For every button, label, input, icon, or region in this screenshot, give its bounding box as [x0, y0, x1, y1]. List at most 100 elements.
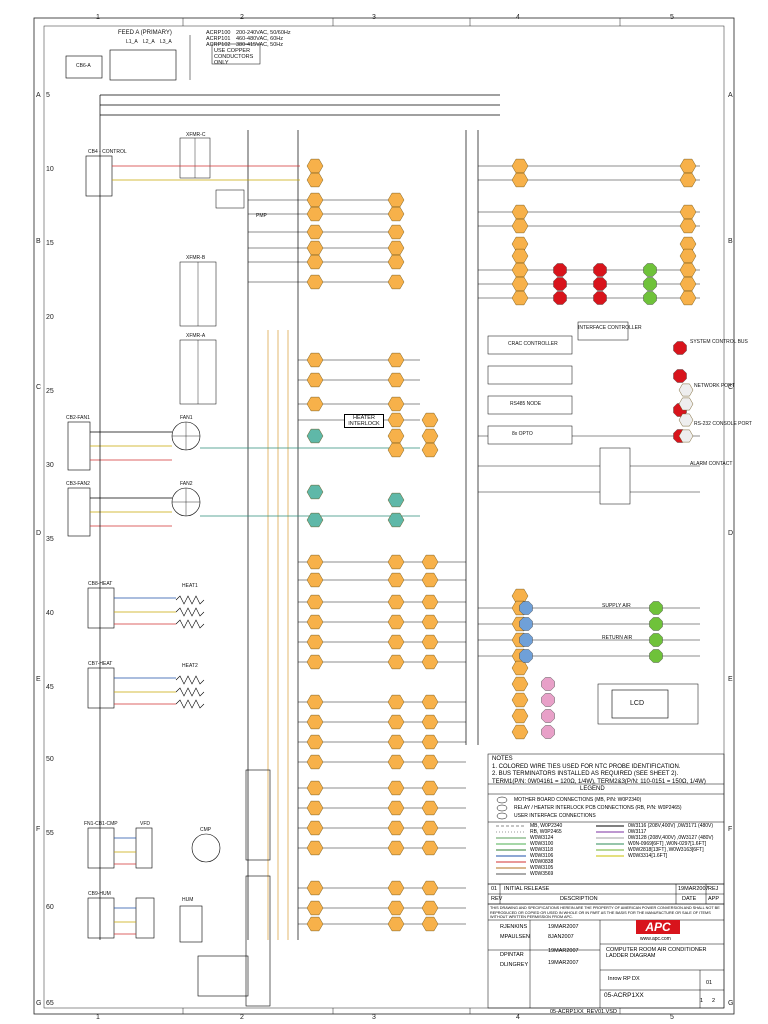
terminal-marker [679, 218, 697, 234]
sensor-marker [643, 263, 657, 277]
terminal-marker [421, 694, 439, 710]
checked-date: 8JAN2007 [548, 934, 574, 940]
terminal-marker [511, 172, 529, 188]
wire-legend-item: W0W3124 [530, 835, 554, 841]
row-number: 10 [46, 166, 54, 173]
wire-legend-item: W0W3100 [530, 841, 554, 847]
transformer-label: XFMR-B [186, 255, 206, 261]
port-label: NETWORK PORT [694, 383, 735, 389]
breaker-label: CB2-FAN1 [66, 415, 90, 421]
terminal-marker [421, 594, 439, 610]
row-number: 65 [46, 1000, 54, 1007]
sensor-marker [649, 649, 663, 663]
released-by: DLINGREY [500, 962, 529, 968]
terminal-marker [421, 880, 439, 896]
terminal-marker [387, 206, 405, 222]
feed-terminal: L1_A [126, 39, 138, 45]
notes-block: NOTES 1. COLORED WIRE TIES USED FOR NTC … [492, 756, 720, 786]
sensor-marker [593, 263, 607, 277]
fan-label: FAN2 [180, 481, 193, 487]
terminal-marker [679, 276, 697, 292]
terminal-marker [387, 254, 405, 270]
row-letter: E [36, 676, 41, 683]
legend-symbol: RELAY / HEATER INTERLOCK PCB CONNECTIONS… [514, 805, 682, 811]
revision-approver: REJ [708, 886, 719, 892]
terminal-marker [306, 594, 324, 610]
voltage: 460-480VAC, 60Hz [236, 36, 283, 42]
controller-label: RS485 NODE [510, 401, 542, 407]
wire-legend-item: RB, W0P2465 [530, 829, 562, 835]
terminal-marker [387, 594, 405, 610]
port-label: RS-232 CONSOLE PORT [694, 421, 752, 427]
terminal-marker [511, 204, 529, 220]
terminal-marker [387, 554, 405, 570]
sensor-marker [643, 291, 657, 305]
note-item: 2. BUS TERMINATORS INSTALLED AS REQUIRED… [492, 771, 679, 777]
breaker-label: FN1-CB1-CMP [84, 821, 118, 827]
terminal-marker [421, 734, 439, 750]
breaker-label: CB6-A [76, 63, 91, 69]
revision-header: DESCRIPTION [560, 896, 598, 902]
terminal-marker [511, 218, 529, 234]
note-item: TERM1(P/N: 0W04161 = 120Ω, 1/4W), TERM2&… [492, 778, 706, 785]
row-number: 20 [46, 314, 54, 321]
controller-label: 8x OPTO [512, 431, 533, 437]
terminal-marker [387, 916, 405, 932]
terminal-marker [306, 396, 324, 412]
legend-symbol: USER INTERFACE CONNECTIONS [514, 813, 596, 819]
terminal-marker [387, 192, 405, 208]
terminal-marker [511, 724, 529, 740]
transformer-label: XFMR-A [186, 333, 206, 339]
revision-description: INITIAL RELEASE [504, 886, 550, 892]
column-label: 3 [372, 14, 376, 21]
terminal-marker [679, 290, 697, 306]
fan-label: FAN1 [180, 415, 193, 421]
row-letter: G [728, 1000, 734, 1007]
sensor-marker [519, 633, 533, 647]
sheet-number: 1 [700, 998, 704, 1004]
drawing-title: COMPUTER ROOM AIR CONDITIONER LADDER DIA… [606, 947, 707, 959]
column-label: 1 [96, 14, 100, 21]
row-number: 35 [46, 536, 54, 543]
revision-header: REV [491, 896, 503, 902]
terminal-marker [306, 880, 324, 896]
row-letter: G [36, 1000, 42, 1007]
terminal-marker [306, 694, 324, 710]
sensor-marker [519, 601, 533, 615]
row-number: 55 [46, 830, 54, 837]
terminal-marker [511, 248, 529, 264]
sensor-label: RETURN AIR [602, 635, 633, 641]
column-label: 2 [240, 14, 244, 21]
disclaimer: THIS DRAWING AND SPECIFICATIONS HEREIN A… [490, 906, 720, 920]
terminal-marker [511, 290, 529, 306]
sensor-marker [673, 341, 687, 355]
note-item: 1. COLORED WIRE TIES USED FOR NTC PROBE … [492, 763, 681, 770]
terminal-marker [387, 754, 405, 770]
sensor-marker [553, 277, 567, 291]
terminal-marker [306, 372, 324, 388]
breaker-label: CB9-HUM [88, 891, 111, 897]
terminal-marker [306, 840, 324, 856]
wire-legend-item: W0W3106 [530, 853, 554, 859]
terminal-marker [306, 206, 324, 222]
released-date: 19MAR2007 [548, 960, 579, 966]
sensor-marker [649, 617, 663, 631]
sensor-marker [649, 601, 663, 615]
terminal-marker [306, 512, 324, 528]
checked-by: MPAULSEN [500, 934, 530, 940]
terminal-marker [387, 442, 405, 458]
alarm-label: ALARM CONTACT [690, 461, 733, 467]
feed-title: FEED A (PRIMARY) [118, 30, 172, 36]
terminal-marker [421, 634, 439, 650]
row-number: 50 [46, 756, 54, 763]
terminal-marker [511, 276, 529, 292]
terminal-marker [306, 254, 324, 270]
pump-label: PMP [256, 213, 267, 219]
terminal-marker [387, 572, 405, 588]
humidifier-label: HUM [182, 897, 194, 903]
terminal-marker [387, 634, 405, 650]
approved-date: 19MAR2007 [548, 948, 579, 954]
terminal-marker [679, 248, 697, 264]
row-number: 40 [46, 610, 54, 617]
terminal-marker [511, 676, 529, 692]
